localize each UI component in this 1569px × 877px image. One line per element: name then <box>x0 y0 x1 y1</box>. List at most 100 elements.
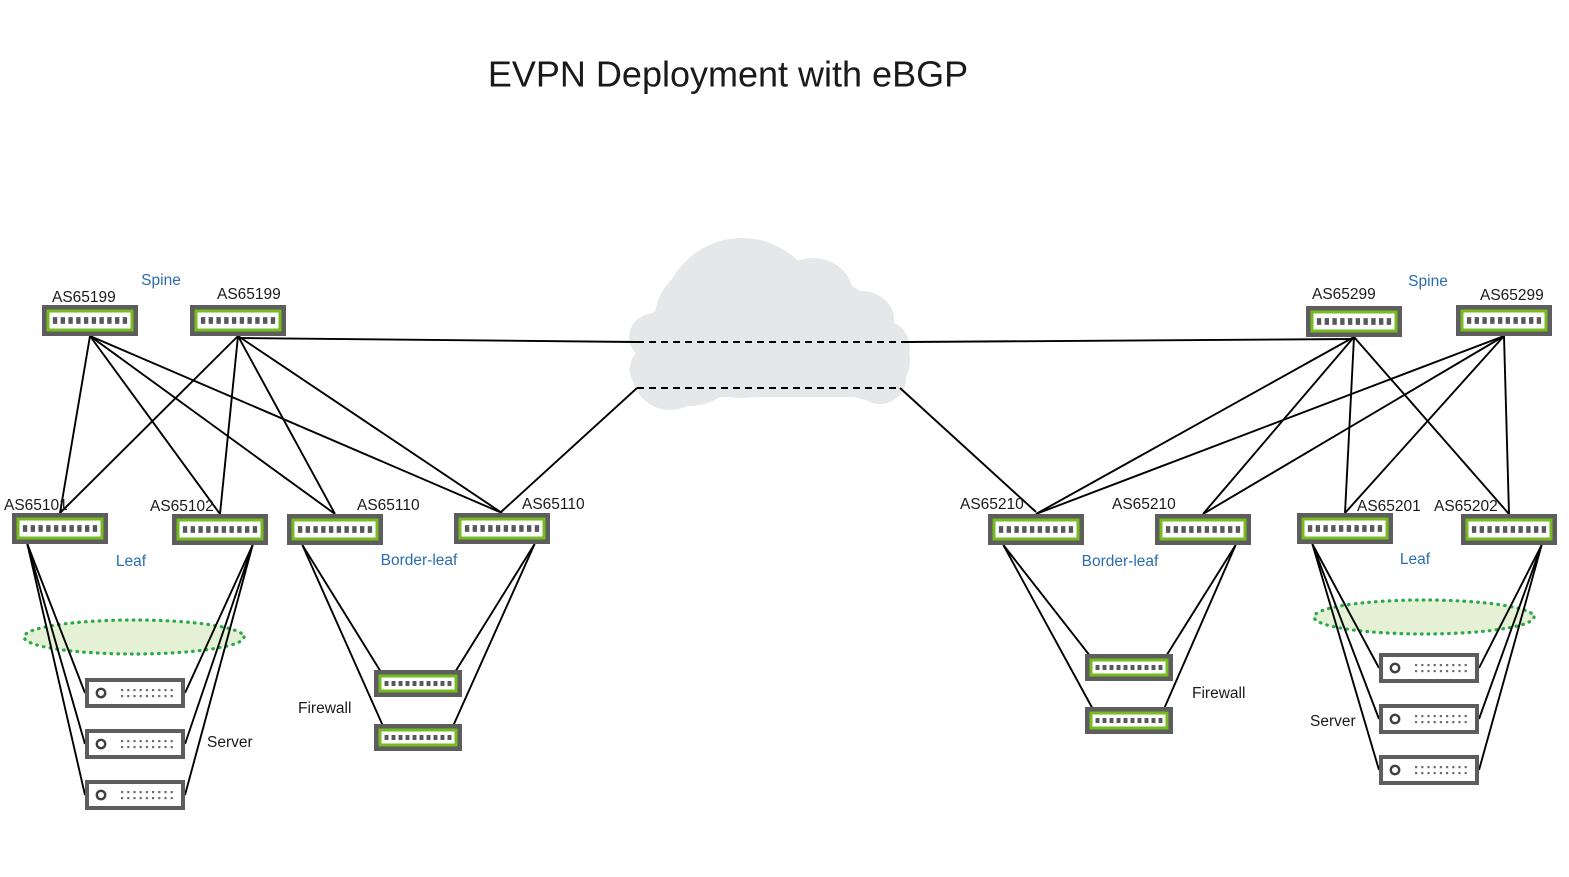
switch-port <box>1173 526 1179 533</box>
access-link <box>184 544 254 694</box>
switch-body <box>19 520 101 537</box>
firewall-port <box>447 734 452 741</box>
server-vent-dot <box>164 791 167 794</box>
firewall-body <box>381 677 455 690</box>
server-node-srv-r1[interactable] <box>1379 653 1479 683</box>
switch-port <box>1479 526 1485 533</box>
switch-node-leaf-l2[interactable] <box>172 514 268 545</box>
switch-port <box>114 317 120 324</box>
firewall-port <box>426 734 431 741</box>
switch-port <box>1363 318 1368 325</box>
switch-node-leaf-l1[interactable] <box>12 513 108 544</box>
role-label-server-left: Server <box>207 734 253 751</box>
server-vent-dot <box>127 746 130 749</box>
switch-port <box>503 525 509 532</box>
server-vent-dot <box>1464 664 1467 667</box>
switch-as-label: AS65101 <box>4 497 68 514</box>
switch-port <box>99 317 104 324</box>
switch-port <box>1212 526 1217 533</box>
server-node-srv-r2[interactable] <box>1379 704 1479 734</box>
switch-port <box>1037 526 1043 533</box>
switch-port <box>1014 526 1019 533</box>
firewall-node-fw-l2[interactable] <box>374 724 462 751</box>
firewall-body <box>1092 661 1166 674</box>
switch-node-spine-l1[interactable] <box>42 305 138 336</box>
server-vent-dot <box>152 695 155 698</box>
server-node-srv-l1[interactable] <box>85 678 185 708</box>
switch-node-spine-r1[interactable] <box>1306 306 1402 337</box>
server-vent-dot <box>152 746 155 749</box>
switch-port <box>495 525 501 532</box>
switch-node-spine-r2[interactable] <box>1456 305 1552 336</box>
server-vent-dot <box>1439 721 1442 724</box>
firewall-port <box>1158 717 1163 724</box>
switch-port <box>244 526 250 533</box>
switch-body <box>1313 313 1395 330</box>
access-link <box>26 543 86 745</box>
switch-port <box>1029 526 1035 533</box>
server-vent-dot <box>164 746 167 749</box>
access-link <box>1478 544 1543 720</box>
switch-port <box>1204 526 1210 533</box>
switch-port <box>1227 526 1233 533</box>
server-vent-dot <box>139 695 142 698</box>
switch-node-bleaf-l2[interactable] <box>454 513 550 544</box>
server-vent-dot <box>1458 772 1461 775</box>
firewall-port <box>412 734 417 741</box>
server-vent-dot <box>1452 715 1455 718</box>
switch-as-label: AS65210 <box>1112 496 1176 513</box>
switch-node-bleaf-r2[interactable] <box>1155 514 1251 545</box>
firewall-node-fw-r2[interactable] <box>1085 707 1173 734</box>
switch-port <box>1346 525 1352 532</box>
fabric-link <box>1344 335 1505 514</box>
switch-node-bleaf-r1[interactable] <box>988 514 1084 545</box>
switch-node-spine-l2[interactable] <box>190 305 286 336</box>
server-node-srv-l3[interactable] <box>85 780 185 810</box>
server-node-srv-l2[interactable] <box>85 729 185 759</box>
server-vent-dot <box>1452 721 1455 724</box>
switch-port <box>200 317 206 324</box>
switch-port <box>352 526 357 533</box>
server-vent-dot <box>1439 772 1442 775</box>
server-vent-dot <box>133 746 136 749</box>
firewall-port <box>419 734 424 741</box>
server-vent-dot <box>1421 670 1424 673</box>
access-link <box>1311 543 1380 771</box>
switch-port <box>60 317 66 324</box>
firewall-node-fw-r1[interactable] <box>1085 654 1173 681</box>
wan-link <box>500 387 638 513</box>
switch-port <box>313 526 318 533</box>
firewall-port <box>433 734 438 741</box>
server-vent-dot <box>145 740 148 743</box>
server-vent-dot <box>1427 772 1430 775</box>
switch-node-leaf-r1[interactable] <box>1297 513 1393 544</box>
switch-port <box>1340 318 1345 325</box>
server-vent-dot <box>158 740 161 743</box>
server-vent-dot <box>158 695 161 698</box>
firewall-node-fw-l1[interactable] <box>374 670 462 697</box>
switch-port <box>511 525 516 532</box>
switch-port <box>22 525 28 532</box>
access-link <box>26 543 86 796</box>
server-vent-dot <box>1427 670 1430 673</box>
firewall-port <box>1144 717 1149 724</box>
server-vent-dot <box>145 791 148 794</box>
firewall-port <box>391 680 396 687</box>
switch-port <box>488 525 493 532</box>
switch-port <box>270 317 276 324</box>
server-body <box>1383 657 1475 679</box>
fabric-link <box>59 335 91 514</box>
link-layer <box>26 335 1543 796</box>
switch-port <box>1526 526 1531 533</box>
server-vent-dot <box>121 740 124 743</box>
switch-node-leaf-r2[interactable] <box>1461 514 1557 545</box>
switch-node-bleaf-l1[interactable] <box>287 514 383 545</box>
server-node-srv-r3[interactable] <box>1379 755 1479 785</box>
switch-as-label: AS65199 <box>52 289 116 306</box>
server-power-icon <box>1389 713 1401 725</box>
server-vent-dot <box>139 791 142 794</box>
fabric-link <box>89 335 503 514</box>
server-vent-dot <box>152 791 155 794</box>
switch-port <box>344 526 349 533</box>
server-vent-dot <box>145 695 148 698</box>
